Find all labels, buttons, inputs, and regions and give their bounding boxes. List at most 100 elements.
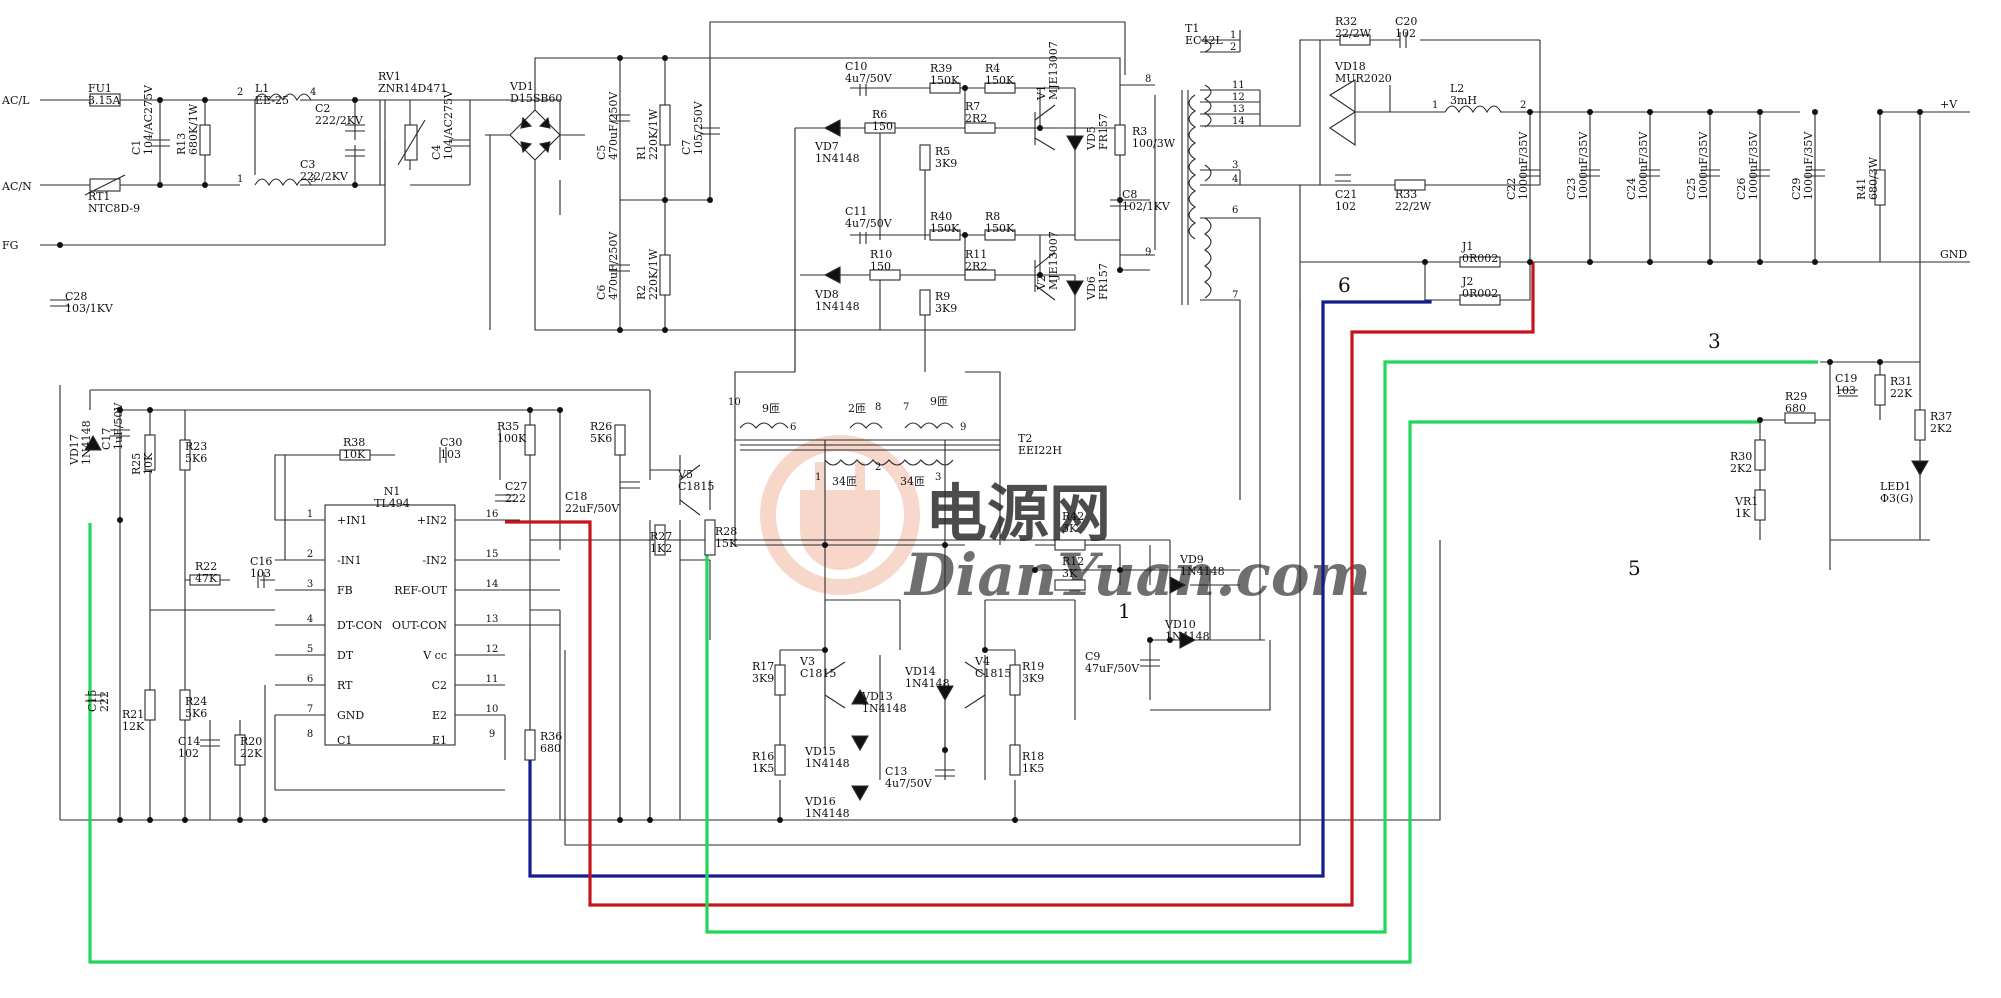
ic-pin-name-2: -IN1: [337, 554, 362, 567]
ic-body: [324, 504, 456, 746]
part-ref-r39: R39: [930, 62, 952, 75]
part-value-r22: 47K: [195, 572, 218, 585]
terminals: AC/L AC/N FG +V GND: [1, 94, 1967, 261]
ic-part: TL494: [374, 497, 410, 510]
part-ref-vd9: VD9: [1179, 553, 1204, 566]
part-ref-c3: C3: [300, 158, 315, 171]
resistor-symbol: [199, 124, 211, 156]
part-ref-c10: C10: [845, 60, 867, 73]
part-ref-c4: C4: [430, 145, 443, 160]
part-value-r42: 3K: [1062, 522, 1078, 535]
part-ref-r12: R12: [1062, 555, 1084, 568]
ic-pin-num-5: 5: [307, 644, 313, 655]
part-ref-r33: R33: [1395, 188, 1417, 201]
part-ref-c14: C14: [178, 735, 200, 748]
part-ref-r41: R41: [1855, 178, 1868, 200]
part-ref-r22: R22: [195, 560, 217, 573]
watermark-en: DianYuan.com: [903, 541, 1371, 609]
t1-pin-1: 1: [1230, 30, 1236, 41]
part-ref-j1: J1: [1461, 240, 1473, 253]
part-ref-c27: C27: [505, 480, 527, 493]
part-value-r12: 3K: [1062, 567, 1078, 580]
part-ref-r23: R23: [185, 440, 207, 453]
part-ref-c5: C5: [595, 145, 608, 160]
terminal-fg: FG: [2, 239, 18, 252]
ic-pin-num-13: 13: [486, 614, 499, 625]
part-value-c14: 102: [178, 747, 199, 760]
part-value-r37: 2K2: [1930, 422, 1952, 435]
part-value-c7: 105/250V: [692, 100, 705, 155]
part-ref-c2: C2: [315, 102, 330, 115]
part-value-c3: 222/2KV: [300, 170, 349, 183]
part-value-c4: 104/AC275V: [442, 89, 455, 160]
part-value-c11: 4u7/50V: [845, 217, 893, 230]
t2-pin-3-7: 3: [935, 472, 941, 483]
part-value-r19: 3K9: [1022, 672, 1044, 685]
part-value-c10: 4u7/50V: [845, 72, 893, 85]
ic-pin-name-8: C1: [337, 734, 352, 747]
part-value-v4: C1815: [975, 667, 1011, 680]
part-value-c19: 103: [1835, 384, 1856, 397]
junction-dots: [57, 55, 1923, 823]
part-value-vd17: 1N4148: [80, 420, 93, 465]
t1-pin-3: 3: [1232, 160, 1238, 171]
part-value-c28: 103/1KV: [65, 302, 114, 315]
part-value-c24: 1000uF/35V: [1637, 131, 1650, 200]
part-value-c26: 1000uF/35V: [1747, 131, 1760, 200]
part-ref-t2: T2: [1018, 432, 1032, 445]
ic-pin-num-7: 7: [307, 704, 313, 715]
ic-pin-num-6: 6: [307, 674, 313, 685]
l1-pin-2: 2: [237, 87, 243, 98]
part-ref-rt1: RT1: [88, 190, 110, 203]
part-value-r38: 10K: [343, 448, 366, 461]
part-ref-r10: R10: [870, 248, 892, 261]
part-ref-r29: R29: [1785, 390, 1807, 403]
t2-pin-6-1: 6: [790, 422, 796, 433]
part-value-r8: 150K: [985, 222, 1015, 235]
ic-pin-num-1: 1: [307, 509, 313, 520]
ic-pin-name-4: DT-CON: [337, 619, 383, 632]
part-ref-c9: C9: [1085, 650, 1100, 663]
t2-pin-10-0: 10: [728, 397, 741, 408]
t2-pin-9-4: 9: [960, 422, 966, 433]
part-ref-r5: R5: [935, 145, 950, 158]
part-value-r18: 1K5: [1022, 762, 1044, 775]
t1-pin-8: 8: [1145, 74, 1151, 85]
t2-turns-4: 34匝: [900, 475, 925, 488]
part-ref-c13: C13: [885, 765, 907, 778]
t1-pin-4: 4: [1232, 174, 1238, 185]
t1-pin-14: 14: [1232, 116, 1245, 127]
part-value-vd1: D15SB60: [510, 92, 562, 105]
part-ref-r32: R32: [1335, 15, 1357, 28]
part-ref-c23: C23: [1565, 178, 1578, 200]
bridge-rectifier-symbol: [520, 116, 551, 154]
part-value-vr1: 1K: [1735, 507, 1751, 520]
part-value-r30: 2K2: [1730, 462, 1752, 475]
part-value-v2: MJE13007: [1047, 231, 1060, 290]
part-value-j1: 0R002: [1462, 252, 1498, 265]
part-value-r31: 22K: [1890, 387, 1913, 400]
part-ref-r6: R6: [872, 108, 887, 121]
part-value-vd13: 1N4148: [862, 702, 907, 715]
part-value-r32: 22/2W: [1335, 27, 1372, 40]
ic-pin-num-4: 4: [307, 614, 313, 625]
part-value-r35: 100K: [497, 432, 527, 445]
t2-turns-0: 9匝: [762, 402, 780, 415]
part-value-r5: 3K9: [935, 157, 957, 170]
part-value-r9: 3K9: [935, 302, 957, 315]
ic-pin-num-2: 2: [307, 549, 313, 560]
part-value-j2: 0R002: [1462, 287, 1498, 300]
part-ref-l1: L1: [255, 82, 269, 95]
part-ref-r7: R7: [965, 100, 980, 113]
part-ref-r38: R38: [343, 436, 365, 449]
part-ref-c6: C6: [595, 285, 608, 300]
ic-pin-name-13: OUT-CON: [392, 619, 447, 632]
part-value-rv1: ZNR14D471: [378, 82, 447, 95]
ic-pin-name-15: -IN2: [422, 554, 447, 567]
part-value-r3: 100/3W: [1132, 137, 1176, 150]
part-value-c1: 104/AC275V: [142, 84, 155, 155]
ic-pin-name-3: FB: [337, 584, 353, 597]
